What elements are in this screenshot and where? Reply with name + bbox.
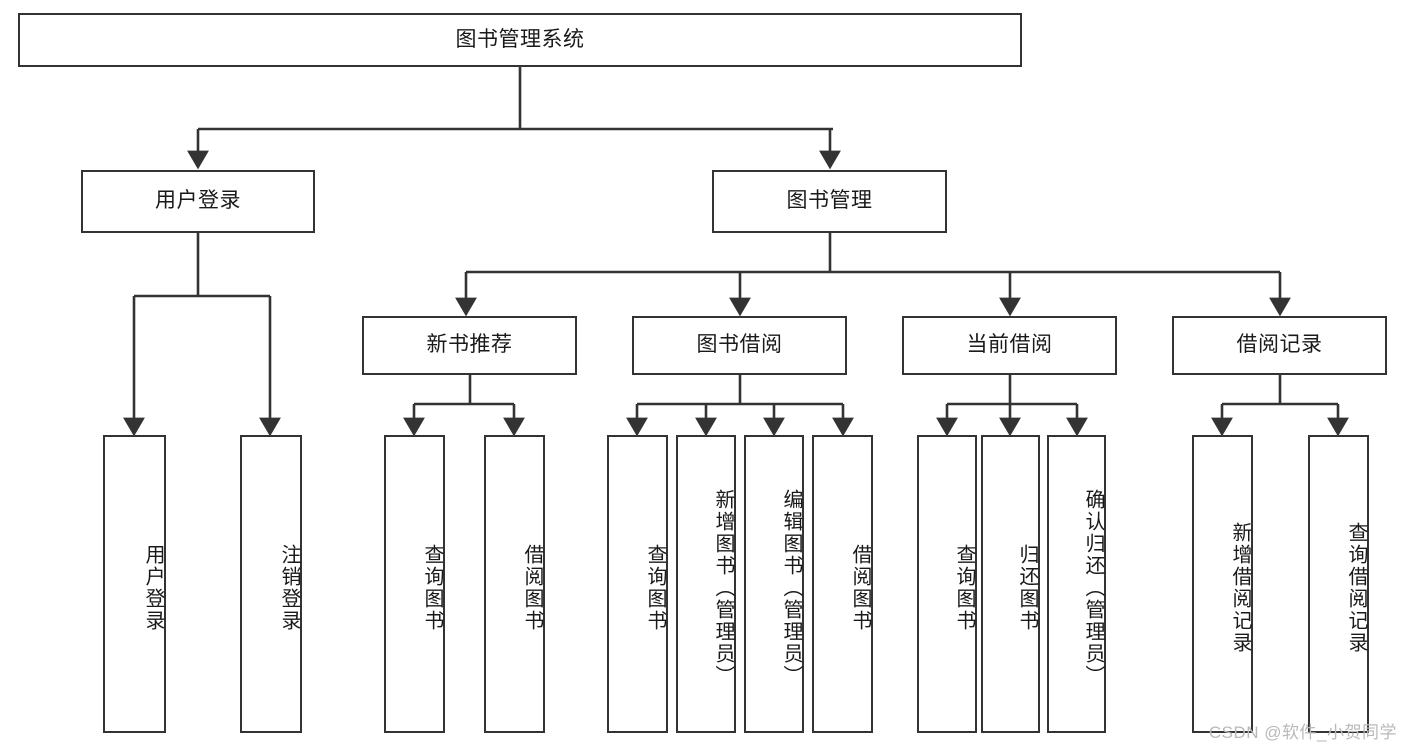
leaf-return-book-label: 归还图书 [1016,544,1038,632]
leaf-user-login-label: 用户登录 [142,544,164,632]
leaf-logout[interactable]: 注销登录 [240,435,302,733]
node-user-login-label: 用户登录 [155,189,241,213]
node-borrow-record[interactable]: 借阅记录 [1172,316,1387,375]
node-book-borrow-label: 图书借阅 [696,333,783,357]
leaf-query-borrow-record[interactable]: 查询借阅记录 [1308,435,1369,733]
leaf-logout-label: 注销登录 [278,544,300,632]
leaf-query-book-borrow-label: 查询图书 [644,544,666,632]
leaf-borrow-book-label: 借阅图书 [849,544,871,632]
leaf-confirm-return-admin-label: 确认归还（管理员） [1082,489,1104,687]
leaf-edit-book-admin-label: 编辑图书（管理员） [780,489,802,687]
leaf-query-book-borrow[interactable]: 查询图书 [607,435,668,733]
leaf-borrow-book-recommend[interactable]: 借阅图书 [484,435,545,733]
node-user-login[interactable]: 用户登录 [81,170,315,233]
leaf-query-borrow-record-label: 查询借阅记录 [1345,522,1367,654]
leaf-add-borrow-record-label: 新增借阅记录 [1229,522,1251,654]
leaf-return-book[interactable]: 归还图书 [981,435,1040,733]
leaf-query-book-recommend-label: 查询图书 [421,544,443,632]
leaf-add-book-admin[interactable]: 新增图书（管理员） [676,435,736,733]
node-new-book-recommend[interactable]: 新书推荐 [362,316,577,375]
leaf-add-book-admin-label: 新增图书（管理员） [712,489,734,687]
leaf-query-book-recommend[interactable]: 查询图书 [384,435,445,733]
leaf-add-borrow-record[interactable]: 新增借阅记录 [1192,435,1253,733]
node-book-management[interactable]: 图书管理 [712,170,947,233]
node-root[interactable]: 图书管理系统 [18,13,1022,67]
node-borrow-record-label: 借阅记录 [1236,333,1323,357]
node-book-management-label: 图书管理 [786,189,873,213]
leaf-borrow-book-recommend-label: 借阅图书 [521,544,543,632]
node-root-label: 图书管理系统 [455,27,585,51]
leaf-query-book-current[interactable]: 查询图书 [917,435,977,733]
node-current-borrow-label: 当前借阅 [966,333,1053,357]
leaf-edit-book-admin[interactable]: 编辑图书（管理员） [744,435,804,733]
leaf-borrow-book[interactable]: 借阅图书 [812,435,873,733]
leaf-query-book-current-label: 查询图书 [953,544,975,632]
node-new-book-recommend-label: 新书推荐 [426,333,513,357]
leaf-confirm-return-admin[interactable]: 确认归还（管理员） [1047,435,1106,733]
node-current-borrow[interactable]: 当前借阅 [902,316,1117,375]
leaf-user-login[interactable]: 用户登录 [103,435,166,733]
node-book-borrow[interactable]: 图书借阅 [632,316,847,375]
watermark: CSDN @软件_小贺同学 [1208,723,1397,742]
